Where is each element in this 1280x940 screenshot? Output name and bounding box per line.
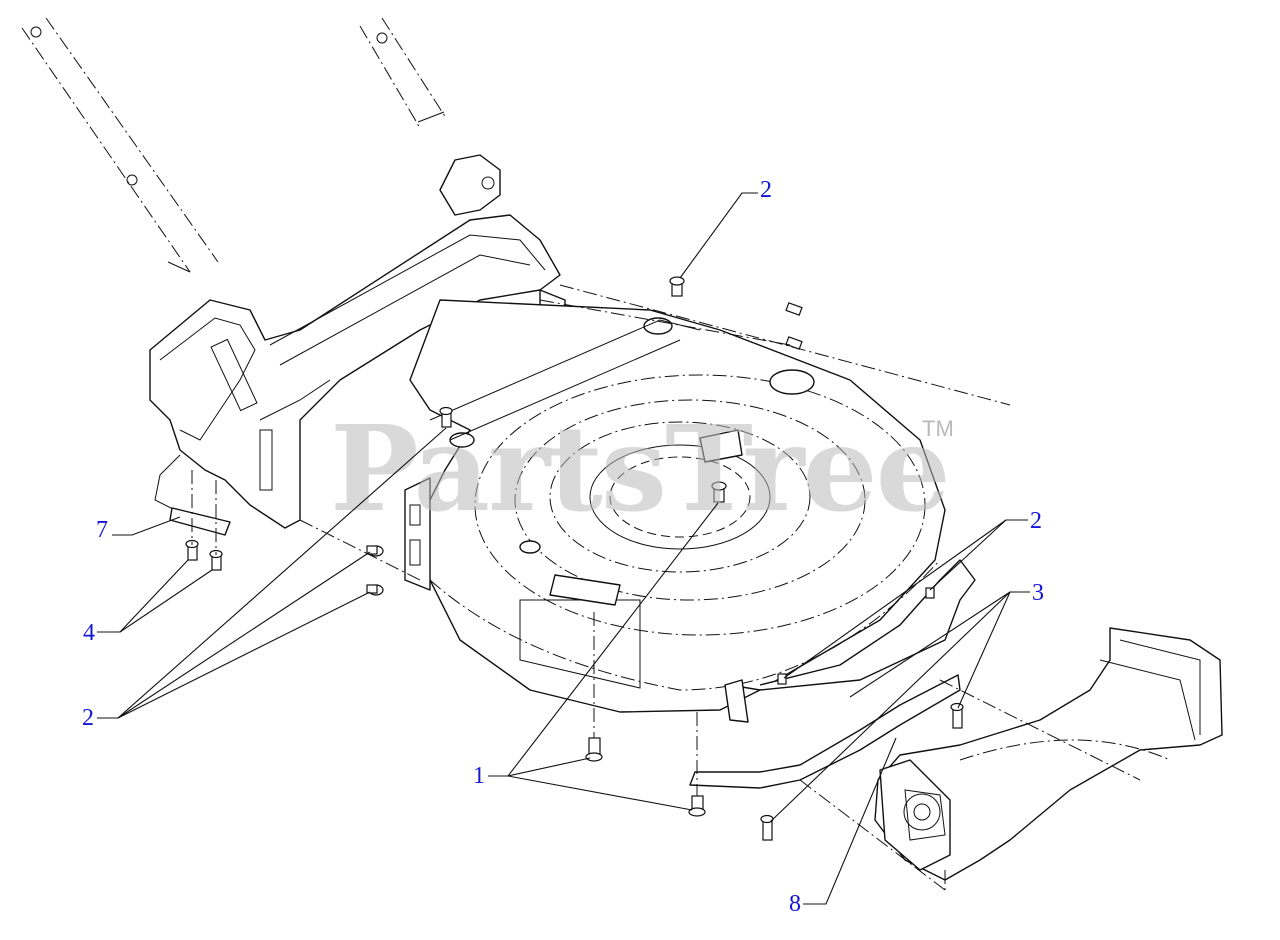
watermark-text: PartsTree [330,399,949,538]
bolt-2-top [669,276,685,297]
watermark-trademark: TM [922,416,954,441]
mower-deck [404,299,946,713]
callout-2-top: 2 [760,177,772,203]
bolt-1-bottom-a [585,737,603,762]
callout-3: 3 [1032,580,1044,606]
bolt-2-left-b [366,545,384,557]
callout-2-right: 2 [1030,508,1042,534]
callout-4: 4 [83,620,95,646]
bolt-3-a [950,702,964,729]
callout-2-left: 2 [82,705,94,731]
bolt-1-bottom-b [688,795,706,817]
callout-8: 8 [789,891,801,917]
bolt-1-center [711,481,727,503]
assembly-lines [191,284,1141,891]
bolt-2-right-a [925,587,935,599]
discharge-chute [874,627,1223,881]
handle-tubes [21,17,447,273]
bolt-2-left-c [366,584,384,596]
callout-1: 1 [473,763,485,789]
bolt-2-left-a [439,406,453,428]
watermark: PartsTree TM [330,399,954,538]
bolt-top-right-1 [785,302,803,316]
callout-labels: 2 2 3 7 4 2 1 8 [82,177,1044,917]
rear-skid-plate [689,559,976,789]
callout-leaders [97,192,1030,905]
bolt-3-b [760,814,774,841]
fasteners [185,276,964,841]
callout-7: 7 [96,517,108,543]
bolt-2-right-b [777,673,787,685]
